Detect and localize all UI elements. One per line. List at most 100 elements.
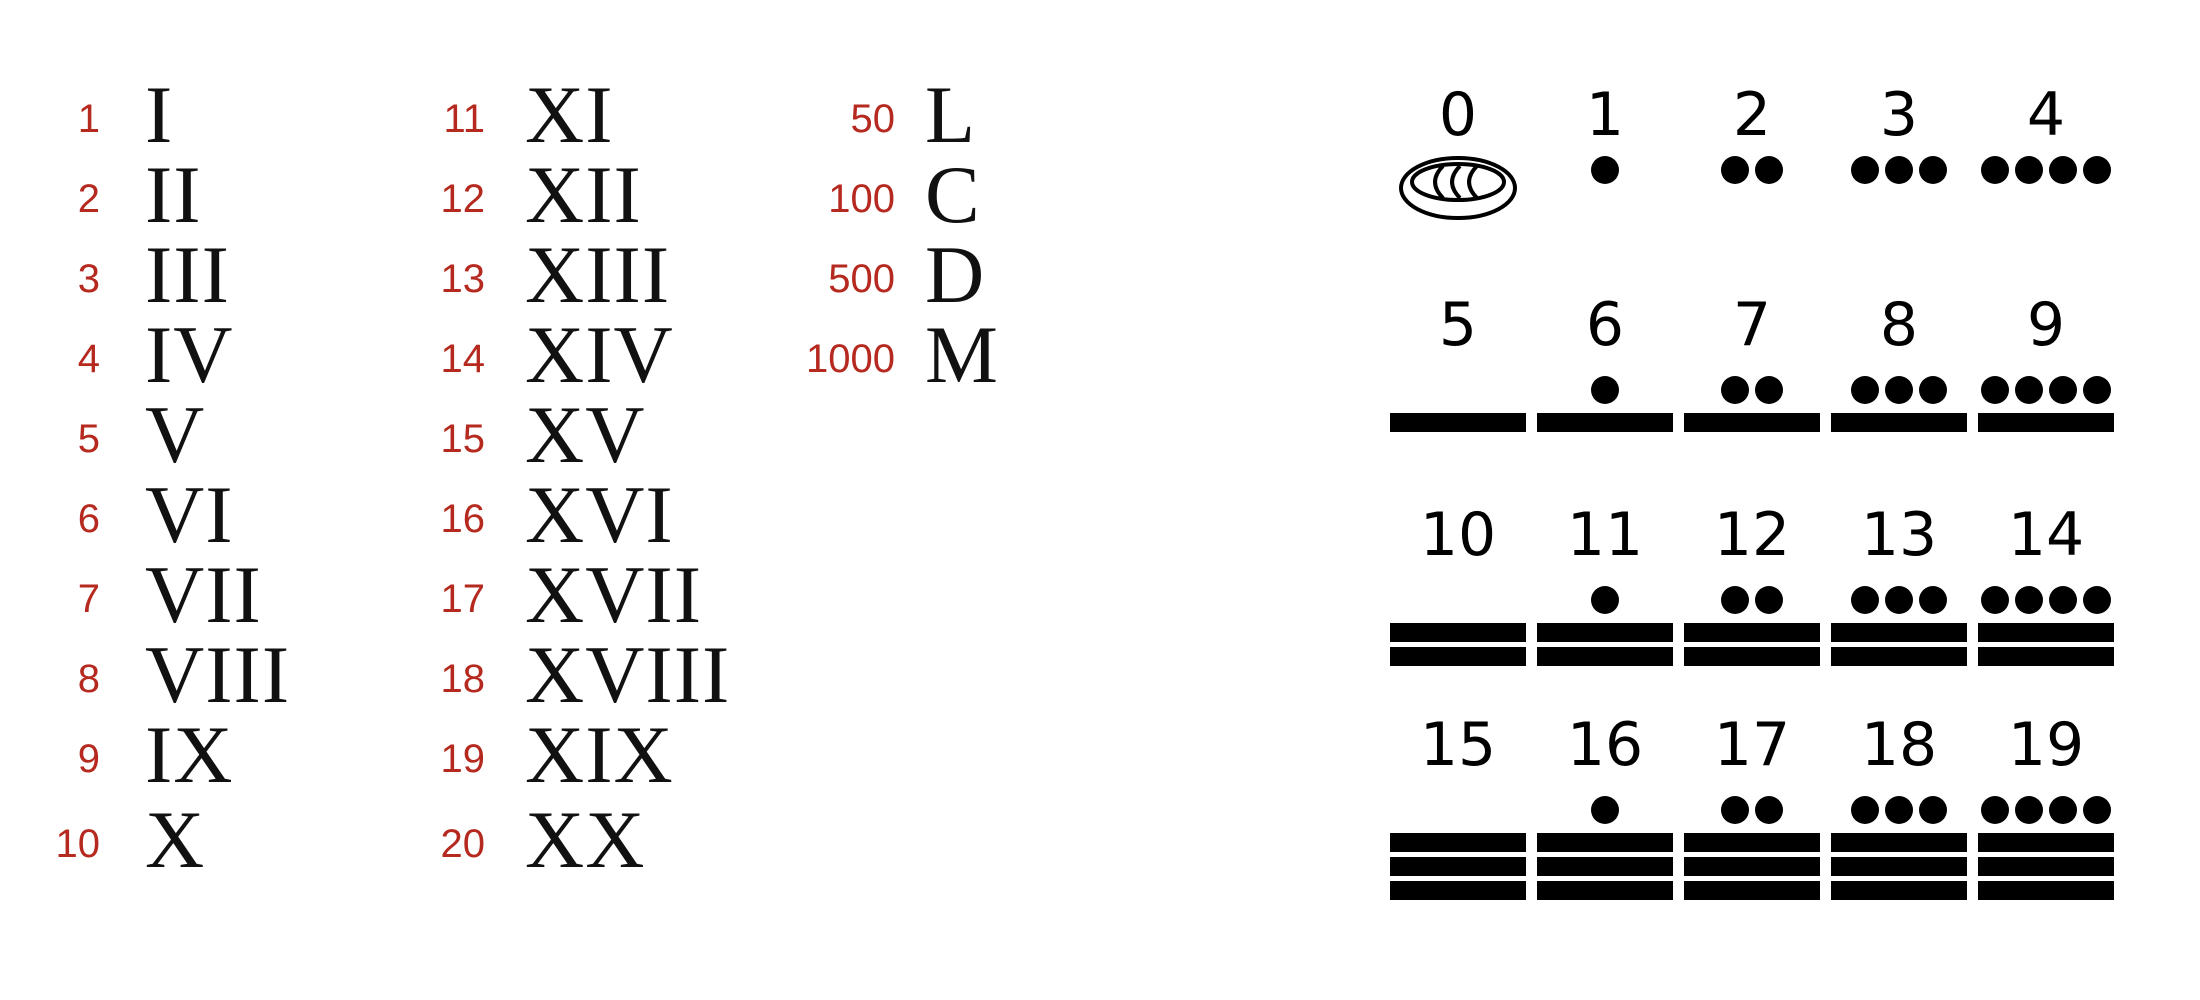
mayan-dot — [1981, 796, 2009, 824]
mayan-bar — [1831, 647, 1967, 666]
mayan-numeral-cell: 8 — [1831, 290, 1967, 490]
mayan-numeral-cell: 13 — [1831, 500, 1967, 700]
shell-ridge — [1450, 164, 1462, 200]
mayan-dot — [1885, 156, 1913, 184]
mayan-dot — [1591, 586, 1619, 614]
mayan-numeral-cell: 11 — [1537, 500, 1673, 700]
mayan-numeral-cell: 1 — [1537, 80, 1673, 280]
mayan-number-label: 17 — [1713, 710, 1791, 780]
arabic-value: 17 — [440, 577, 486, 621]
roman-numeral: IV — [145, 309, 234, 400]
mayan-dot — [2015, 156, 2043, 184]
arabic-value: 6 — [77, 497, 100, 541]
mayan-dot — [1591, 156, 1619, 184]
roman-numeral: V — [145, 389, 206, 480]
mayan-number-label: 16 — [1566, 710, 1644, 780]
mayan-glyph — [1831, 796, 1967, 900]
roman-numeral: X — [145, 794, 206, 885]
mayan-numeral-cell: 18 — [1831, 710, 1967, 910]
mayan-bar — [1537, 647, 1673, 666]
mayan-glyph — [1978, 586, 2114, 666]
mayan-dot — [1721, 586, 1749, 614]
mayan-number-label: 12 — [1713, 500, 1791, 570]
mayan-bar — [1831, 413, 1967, 432]
mayan-number-label: 11 — [1566, 500, 1644, 570]
roman-numeral: C — [925, 149, 981, 240]
mayan-bar — [1537, 833, 1673, 852]
mayan-numeral-cell: 7 — [1684, 290, 1820, 490]
roman-numeral: III — [145, 229, 230, 320]
roman-numeral: D — [925, 229, 986, 320]
mayan-bar — [1831, 881, 1967, 900]
mayan-glyph — [1390, 623, 1526, 666]
mayan-bar — [1390, 413, 1526, 432]
mayan-glyph — [1831, 376, 1967, 432]
roman-row: 500 D — [790, 229, 1190, 320]
shell-ridge — [1433, 164, 1445, 200]
mayan-number-label: 15 — [1419, 710, 1497, 780]
mayan-bar — [1390, 857, 1526, 876]
mayan-dot — [1919, 796, 1947, 824]
mayan-glyph — [1591, 156, 1619, 184]
mayan-bar — [1978, 857, 2114, 876]
roman-numeral: XX — [525, 794, 646, 885]
arabic-value: 1000 — [806, 337, 895, 381]
mayan-dot — [1885, 586, 1913, 614]
mayan-glyph — [1851, 156, 1947, 184]
arabic-value: 8 — [77, 657, 100, 701]
mayan-numeral-cell: 9 — [1978, 290, 2114, 490]
mayan-number-label: 1 — [1585, 80, 1625, 150]
arabic-value: 9 — [77, 737, 100, 781]
arabic-value: 500 — [828, 257, 895, 301]
roman-numeral: XIII — [525, 229, 671, 320]
mayan-number-label: 2 — [1732, 80, 1772, 150]
mayan-dot — [2015, 586, 2043, 614]
mayan-dot — [2083, 586, 2111, 614]
mayan-dot — [1981, 586, 2009, 614]
mayan-numeral-cell: 10 — [1390, 500, 1526, 700]
mayan-dot — [1885, 796, 1913, 824]
mayan-bar — [1831, 857, 1967, 876]
mayan-bar — [1537, 857, 1673, 876]
mayan-number-label: 19 — [2007, 710, 2085, 780]
roman-row: 8 VIII — [0, 629, 400, 720]
arabic-value: 4 — [77, 337, 100, 381]
mayan-bar — [1978, 623, 2114, 642]
mayan-bar — [1684, 881, 1820, 900]
mayan-dot — [1981, 376, 2009, 404]
mayan-dot — [1851, 586, 1879, 614]
shell-outline — [1399, 156, 1517, 220]
mayan-number-label: 13 — [1860, 500, 1938, 570]
mayan-glyph — [1390, 833, 1526, 900]
mayan-number-label: 10 — [1419, 500, 1497, 570]
mayan-number-label: 14 — [2007, 500, 2085, 570]
mayan-dot — [1755, 376, 1783, 404]
roman-row: 3 III — [0, 229, 400, 320]
mayan-dot — [1755, 156, 1783, 184]
roman-numeral: VIII — [145, 629, 291, 720]
roman-row: 20 XX — [380, 794, 780, 885]
mayan-dot — [2083, 796, 2111, 824]
arabic-value: 20 — [440, 822, 486, 866]
arabic-value: 3 — [77, 257, 100, 301]
mayan-dot — [1755, 796, 1783, 824]
mayan-bar — [1390, 623, 1526, 642]
mayan-dot — [1919, 586, 1947, 614]
mayan-number-label: 0 — [1438, 80, 1478, 150]
mayan-dot — [2015, 796, 2043, 824]
roman-row: 4 IV — [0, 309, 400, 400]
shell-zero-glyph — [1399, 156, 1517, 220]
roman-numeral: XV — [525, 389, 646, 480]
mayan-bar — [1684, 857, 1820, 876]
roman-numeral: XII — [525, 149, 642, 240]
mayan-bar — [1390, 833, 1526, 852]
mayan-number-label: 3 — [1879, 80, 1919, 150]
